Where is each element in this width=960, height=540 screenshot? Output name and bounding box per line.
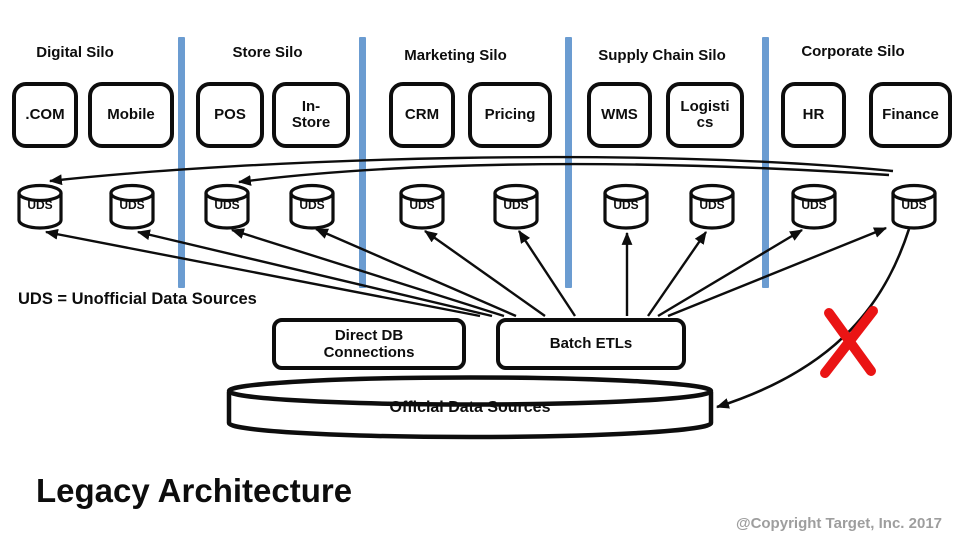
- app-box-crm: CRM: [389, 82, 455, 148]
- blocked-flow: [715, 228, 911, 409]
- app-box-com: .COM: [12, 82, 78, 148]
- app-box-label: Pricing: [484, 105, 536, 123]
- database-cylinder-icon: [891, 183, 937, 230]
- uds-cylinder-in-store: UDS: [288, 183, 336, 230]
- app-box-pos: POS: [196, 82, 264, 148]
- uds-label: UDS: [299, 198, 325, 212]
- uds-cylinder-crm: UDS: [398, 183, 446, 230]
- uds-label: UDS: [119, 198, 145, 212]
- uds-spaghetti-curves: [48, 155, 894, 186]
- uds-label: UDS: [214, 198, 240, 212]
- database-cylinder-icon: [109, 183, 155, 230]
- uds-label: UDS: [613, 198, 639, 212]
- batch-etls-label: Batch ETLs: [549, 335, 633, 353]
- silo-header-supply-chain: Supply Chain Silo: [598, 47, 726, 64]
- copyright-text: @Copyright Target, Inc. 2017: [735, 515, 942, 532]
- app-box-label: CRM: [404, 105, 440, 123]
- database-cylinder-icon: [603, 183, 649, 230]
- uds-label: UDS: [27, 198, 53, 212]
- silo-divider-1: [178, 37, 185, 288]
- app-box-mobile: Mobile: [88, 82, 174, 148]
- database-cylinder-icon: [204, 183, 250, 230]
- app-box-label: Logistics: [680, 97, 730, 131]
- app-box-label: Mobile: [107, 105, 155, 123]
- app-box-label: Finance: [882, 105, 939, 123]
- app-box-wms: WMS: [587, 82, 652, 148]
- app-box-label: POS: [214, 105, 246, 123]
- uds-label: UDS: [409, 198, 435, 212]
- official-data-sources-label: Official Data Sources: [389, 399, 551, 416]
- app-box-logistics: Logistics: [666, 82, 744, 148]
- uds-label: UDS: [801, 198, 827, 212]
- uds-cylinder-logistics: UDS: [688, 183, 736, 230]
- app-box-in-store: In-Store: [272, 82, 350, 148]
- page-title: Legacy Architecture: [36, 472, 353, 509]
- direct-db-arrows: [44, 227, 517, 318]
- uds-label: UDS: [699, 198, 725, 212]
- uds-cylinder-wms: UDS: [602, 183, 650, 230]
- database-cylinder-icon: [791, 183, 837, 230]
- app-box-label: .COM: [25, 105, 65, 123]
- app-box-label: HR: [802, 105, 825, 123]
- silo-header-corporate: Corporate Silo: [801, 43, 905, 60]
- database-cylinder-icon: [17, 183, 63, 230]
- silo-divider-2: [359, 37, 366, 288]
- direct-db-connections-label: Direct DB Connections: [323, 326, 415, 361]
- uds-cylinder-pos: UDS: [203, 183, 251, 230]
- uds-cylinder-com: UDS: [16, 183, 64, 230]
- app-box-pricing: Pricing: [468, 82, 552, 148]
- database-cylinder-icon: [399, 183, 445, 230]
- blocked-x-icon: [820, 306, 878, 378]
- direct-db-connections-box: Direct DB Connections: [272, 318, 466, 370]
- app-box-label: WMS: [601, 105, 638, 123]
- app-box-hr: HR: [781, 82, 846, 148]
- uds-cylinder-pricing: UDS: [492, 183, 540, 230]
- silo-header-digital: Digital Silo: [36, 44, 114, 61]
- batch-etl-arrows: [424, 226, 888, 318]
- uds-cylinder-mobile: UDS: [108, 183, 156, 230]
- uds-label: UDS: [901, 198, 927, 212]
- uds-label: UDS: [503, 198, 529, 212]
- uds-cylinder-finance: UDS: [890, 183, 938, 230]
- official-data-sources-cylinder-icon: [226, 375, 714, 440]
- uds-cylinder-hr: UDS: [790, 183, 838, 230]
- silo-divider-3: [565, 37, 572, 288]
- database-cylinder-icon: [493, 183, 539, 230]
- database-cylinder-icon: [689, 183, 735, 230]
- silo-header-marketing: Marketing Silo: [404, 47, 507, 64]
- silo-header-store: Store Silo: [232, 44, 303, 61]
- app-box-finance: Finance: [869, 82, 952, 148]
- uds-legend: UDS = Unofficial Data Sources: [18, 290, 257, 308]
- app-box-label: In-Store: [291, 97, 331, 131]
- database-cylinder-icon: [289, 183, 335, 230]
- batch-etls-box: Batch ETLs: [496, 318, 686, 370]
